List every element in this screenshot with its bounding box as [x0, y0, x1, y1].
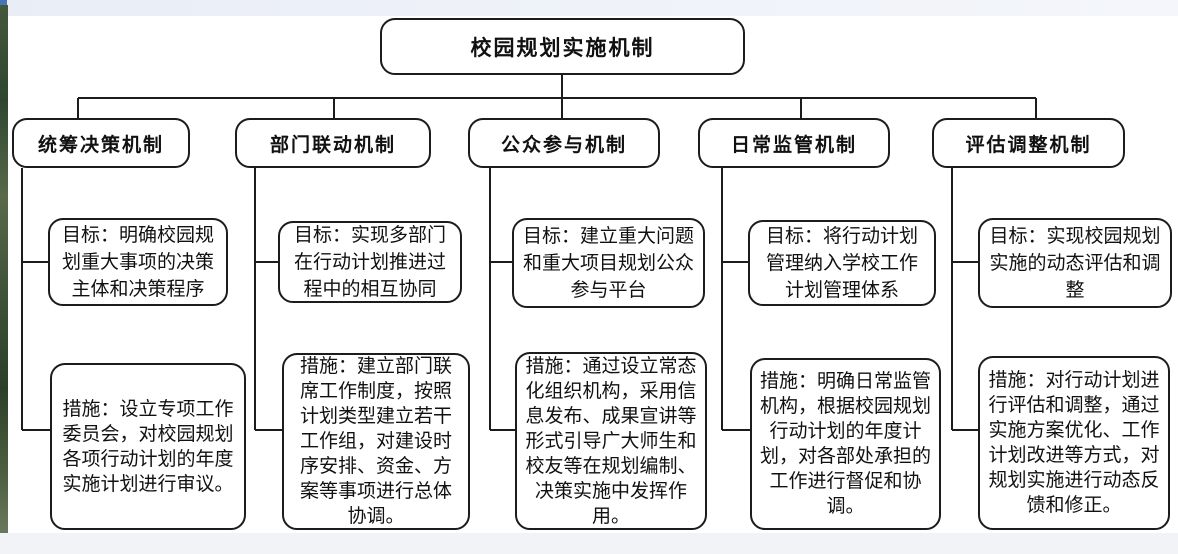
goal-node-2-text: 目标：实现多部门在行动计划推进过程中的相互协同 — [293, 223, 446, 300]
measure-node-5: 措施：对行动计划进行评估和调整，通过实施方案优化、工作计划改进等方式，对规划实施… — [978, 356, 1170, 530]
goal-node-3-text: 目标：建立重大问题和重大项目规划公众参与平台 — [522, 224, 694, 301]
root-node-label: 校园规划实施机制 — [470, 34, 655, 60]
measure-node-1-text: 措施：设立专项工作委员会，对校园规划各项行动计划的年度实施计划进行审议。 — [62, 397, 234, 495]
root-node: 校园规划实施机制 — [380, 18, 745, 75]
branch-node-4: 日常监管机制 — [698, 118, 890, 168]
branch-node-4-label: 日常监管机制 — [730, 133, 857, 156]
measure-node-2: 措施：建立部门联席工作制度，按照计划类型建立若干工作组，对建设时序安排、资金、方… — [282, 353, 470, 530]
left-wallpaper-strip — [0, 5, 8, 537]
branch-node-3: 公众参与机制 — [468, 118, 660, 168]
branch-node-2: 部门联动机制 — [235, 118, 431, 168]
measure-node-4: 措施：明确日常监管机构，根据校园规划行动计划的年度计划，对各部处承担的工作进行督… — [750, 358, 941, 530]
top-background-strip — [0, 0, 1178, 16]
goal-node-3: 目标：建立重大问题和重大项目规划公众参与平台 — [512, 218, 705, 308]
goal-node-4: 目标：将行动计划管理纳入学校工作计划管理体系 — [748, 220, 936, 306]
goal-node-2: 目标：实现多部门在行动计划推进过程中的相互协同 — [278, 221, 462, 303]
goal-node-1-text: 目标：明确校园规划重大事项的决策主体和决策程序 — [61, 223, 214, 300]
goal-node-5-text: 目标：实现校园规划实施的动态评估和调整 — [989, 224, 1161, 301]
branch-node-5-label: 评估调整机制 — [965, 133, 1092, 156]
branch-node-2-label: 部门联动机制 — [269, 133, 396, 156]
measure-node-5-text: 措施：对行动计划进行评估和调整，通过实施方案优化、工作计划改进等方式，对规划实施… — [988, 369, 1160, 516]
measure-node-4-text: 措施：明确日常监管机构，根据校园规划行动计划的年度计划，对各部处承担的工作进行督… — [759, 370, 931, 517]
branch-node-1: 统筹决策机制 — [12, 118, 190, 168]
goal-node-4-text: 目标：将行动计划管理纳入学校工作计划管理体系 — [765, 224, 918, 301]
measure-node-3-text: 措施：通过设立常态化组织机构，采用信息发布、成果宣讲等形式引导广大师生和校友等在… — [525, 354, 697, 527]
branch-node-5: 评估调整机制 — [932, 118, 1125, 168]
branch-node-1-label: 统筹决策机制 — [37, 133, 164, 156]
bottom-background-strip — [0, 533, 1178, 554]
goal-node-1: 目标：明确校园规划重大事项的决策主体和决策程序 — [48, 218, 228, 306]
measure-node-3: 措施：通过设立常态化组织机构，采用信息发布、成果宣讲等形式引导广大师生和校友等在… — [515, 352, 707, 530]
measure-node-1: 措施：设立专项工作委员会，对校园规划各项行动计划的年度实施计划进行审议。 — [50, 363, 246, 530]
goal-node-5: 目标：实现校园规划实施的动态评估和调整 — [978, 218, 1172, 308]
measure-node-2-text: 措施：建立部门联席工作制度，按照计划类型建立若干工作组，对建设时序安排、资金、方… — [299, 355, 452, 527]
branch-node-3-label: 公众参与机制 — [500, 133, 627, 156]
